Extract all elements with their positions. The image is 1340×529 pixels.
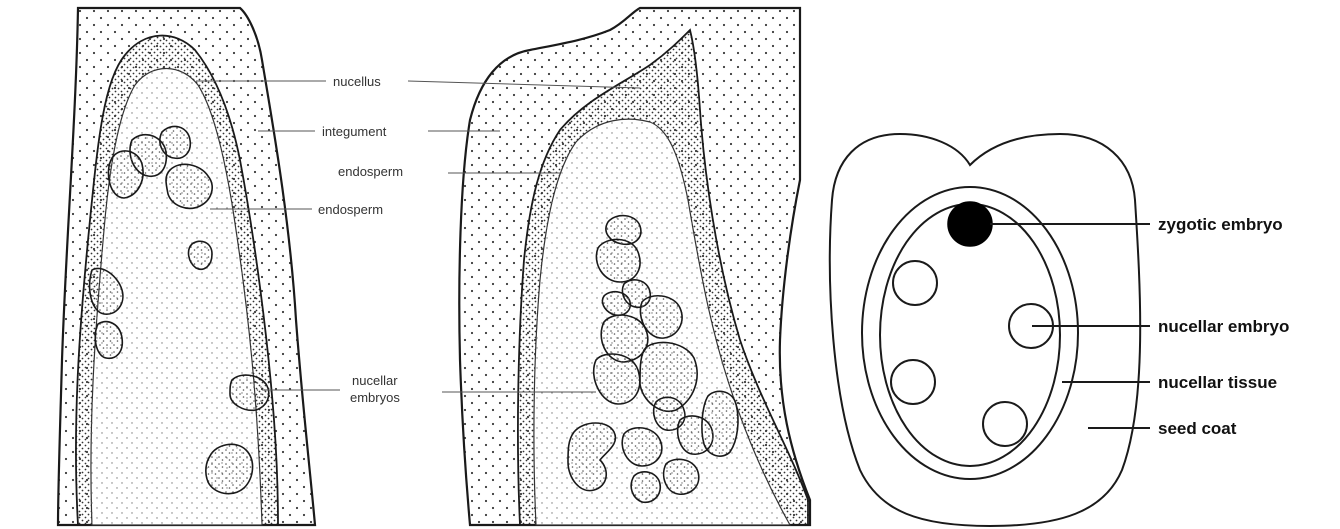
label-seed-coat: seed coat (1158, 419, 1237, 438)
label-nucellar-embryos-line2: embryos (350, 390, 400, 405)
seed-schematic: zygotic embryo nucellar embryo nucellar … (830, 134, 1289, 526)
label-integument: integument (322, 124, 387, 139)
label-nucellar-embryo: nucellar embryo (1158, 317, 1289, 336)
ovule-section-middle (459, 8, 810, 525)
nucellar-embryo (893, 261, 937, 305)
ovule-section-left (58, 8, 315, 525)
label-endosperm-upper: endosperm (338, 164, 403, 179)
nucellar-embryo (891, 360, 935, 404)
label-nucellar-embryos-line1: nucellar (352, 373, 398, 388)
label-nucellar-tissue: nucellar tissue (1158, 373, 1277, 392)
label-zygotic-embryo: zygotic embryo (1158, 215, 1283, 234)
zygotic-embryo (948, 202, 992, 246)
label-endosperm-lower: endosperm (318, 202, 383, 217)
label-nucellus: nucellus (333, 74, 381, 89)
nucellar-embryo (983, 402, 1027, 446)
